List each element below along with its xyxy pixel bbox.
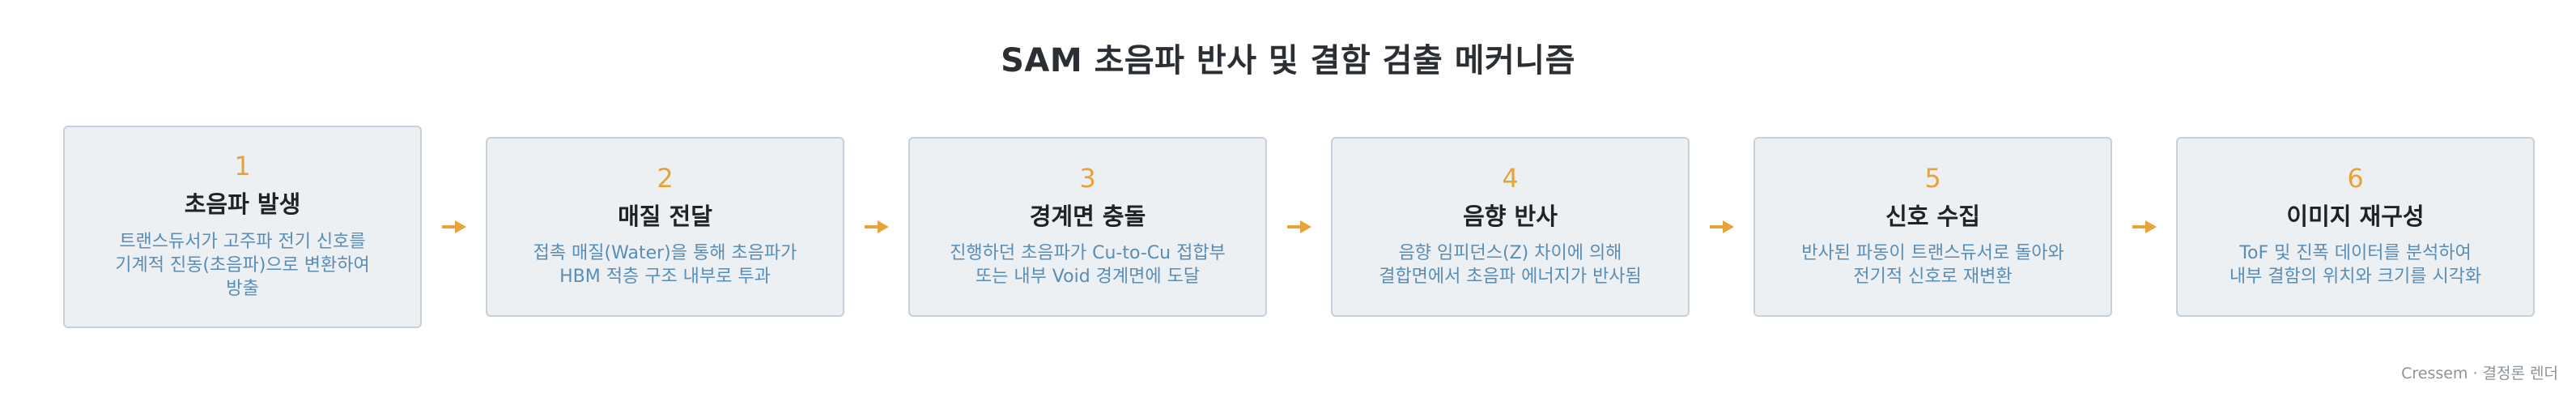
step-4-description: 음향 임피던스(Z) 차이에 의해 결합면에서 초음파 에너지가 반사됨 xyxy=(1379,241,1642,288)
step-3-desc-line: 또는 내부 Void 경계면에 도달 xyxy=(975,267,1201,288)
render-credit: Cressem · 결정론 렌더 xyxy=(2401,365,2558,382)
step-6-box: 6 이미지 재구성 ToF 및 진폭 데이터를 분석하여 내부 결함의 위치와 … xyxy=(2176,137,2535,317)
step-1-box: 1 초음파 발생 트랜스듀서가 고주파 전기 신호를 기계적 진동(초음파)으로… xyxy=(63,126,422,328)
step-5-box: 5 신호 수집 반사된 파동이 트랜스듀서로 돌아와 전기적 신호로 재변환 xyxy=(1753,137,2112,317)
step-3-desc-line: 진행하던 초음파가 Cu-to-Cu 접합부 xyxy=(950,243,1226,264)
step-5-title: 신호 수집 xyxy=(1885,202,1980,230)
step-1-desc-line: 방출 xyxy=(226,278,259,299)
step-6-title: 이미지 재구성 xyxy=(2286,202,2425,230)
step-2-desc-line: HBM 적층 구조 내부로 투과 xyxy=(559,267,771,288)
step-3-box: 3 경계면 충돌 진행하던 초음파가 Cu-to-Cu 접합부 또는 내부 Vo… xyxy=(908,137,1267,317)
step-1-number: 1 xyxy=(234,151,251,182)
arrow-right-icon xyxy=(844,215,908,239)
step-6-description: ToF 및 진폭 데이터를 분석하여 내부 결함의 위치와 크기를 시각화 xyxy=(2230,241,2481,288)
step-3-number: 3 xyxy=(1079,162,1096,194)
step-2-box: 2 매질 전달 접촉 매질(Water)을 통해 초음파가 HBM 적층 구조 … xyxy=(486,137,844,317)
step-2-title: 매질 전달 xyxy=(618,202,712,230)
step-4-desc-line: 결합면에서 초음파 에너지가 반사됨 xyxy=(1379,267,1642,288)
arrow-right-icon xyxy=(422,215,486,239)
step-2-desc-line: 접촉 매질(Water)을 통해 초음파가 xyxy=(533,243,797,264)
step-4-box: 4 음향 반사 음향 임피던스(Z) 차이에 의해 결합면에서 초음파 에너지가… xyxy=(1331,137,1690,317)
diagram-title: SAM 초음파 반사 및 결함 검출 메커니즘 xyxy=(1001,42,1575,79)
step-1-description: 트랜스듀서가 고주파 전기 신호를 기계적 진동(초음파)으로 변환하여 방출 xyxy=(115,230,370,301)
arrow-right-icon xyxy=(1267,215,1331,239)
step-1-desc-line: 기계적 진동(초음파)으로 변환하여 xyxy=(115,254,370,275)
step-5-description: 반사된 파동이 트랜스듀서로 돌아와 전기적 신호로 재변환 xyxy=(1801,241,2064,288)
step-5-desc-line: 반사된 파동이 트랜스듀서로 돌아와 xyxy=(1801,243,2064,264)
step-6-number: 6 xyxy=(2347,162,2364,194)
arrow-right-icon xyxy=(2112,215,2176,239)
step-4-number: 4 xyxy=(1502,162,1519,194)
step-2-number: 2 xyxy=(657,162,674,194)
step-3-title: 경계면 충돌 xyxy=(1029,202,1146,230)
step-4-title: 음향 반사 xyxy=(1463,202,1558,230)
step-4-desc-line: 음향 임피던스(Z) 차이에 의해 xyxy=(1398,243,1622,264)
step-1-desc-line: 트랜스듀서가 고주파 전기 신호를 xyxy=(119,231,366,252)
step-5-desc-line: 전기적 신호로 재변환 xyxy=(1853,267,2013,288)
step-6-desc-line: ToF 및 진폭 데이터를 분석하여 xyxy=(2239,243,2472,264)
step-1-title: 초음파 발생 xyxy=(184,190,301,219)
step-5-number: 5 xyxy=(1924,162,1941,194)
step-3-description: 진행하던 초음파가 Cu-to-Cu 접합부 또는 내부 Void 경계면에 도… xyxy=(950,241,1226,288)
step-2-description: 접촉 매질(Water)을 통해 초음파가 HBM 적층 구조 내부로 투과 xyxy=(533,241,797,288)
step-6-desc-line: 내부 결함의 위치와 크기를 시각화 xyxy=(2229,267,2482,288)
process-flow: 1 초음파 발생 트랜스듀서가 고주파 전기 신호를 기계적 진동(초음파)으로… xyxy=(63,126,2535,328)
arrow-right-icon xyxy=(1690,215,1753,239)
